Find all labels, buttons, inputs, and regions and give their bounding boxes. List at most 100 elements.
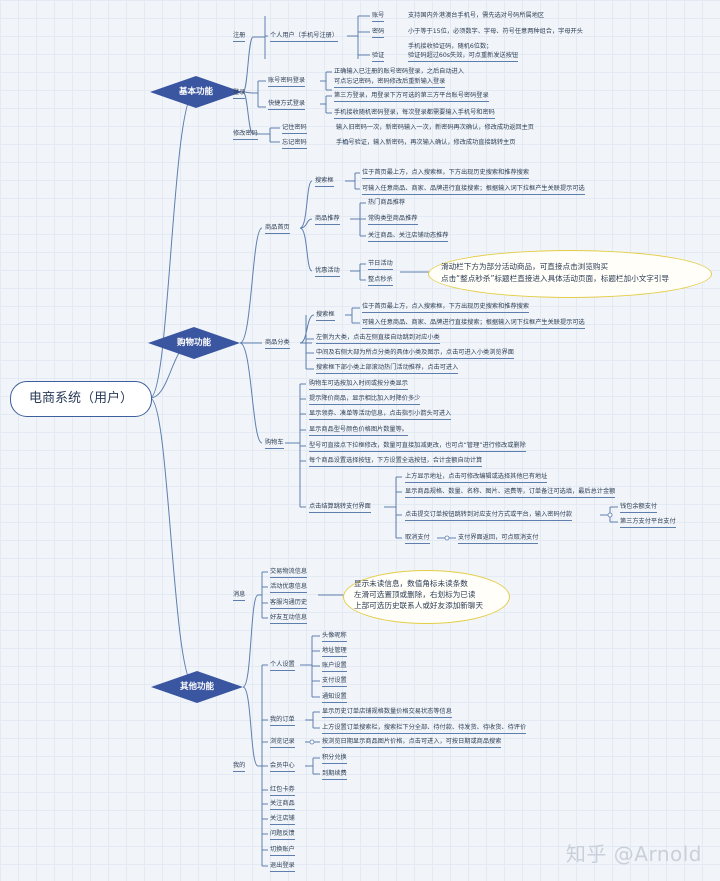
node-category: 商品分类 (265, 338, 290, 349)
callout-promo-line-1: 滑动栏下方为部分活动商品，可直接点击浏览购买 (441, 262, 609, 271)
branch-basic: 基本功能 (150, 76, 242, 108)
node-promo-1: 节日活动 (368, 259, 393, 270)
node-message: 消息 (233, 590, 246, 601)
node-cart-1: 购物车可选按加入时间或按分类显示 (309, 379, 408, 390)
node-recommend-1: 热门商品推荐 (368, 199, 406, 206)
node-checkout: 点击结算跳转支付界面 (309, 502, 371, 513)
branch-shopping: 购物功能 (148, 327, 240, 359)
node-account-settings: 账户设置 (322, 661, 347, 672)
node-home: 商品首页 (265, 223, 290, 234)
node-logout: 退出登录 (270, 861, 295, 872)
diamond-shape (148, 327, 240, 359)
node-pwd-login-desc-2: 可点忘记密码，密码修改后重新输入登录 (334, 77, 446, 88)
node-notify-settings: 通知设置 (322, 692, 347, 703)
node-cancel-pay: 取消支付 (405, 533, 430, 544)
branch-basic-label: 基本功能 (178, 87, 213, 97)
node-verify: 验证 (372, 51, 385, 62)
node-renew: 到期续费 (322, 769, 347, 780)
callout-promo-note (428, 250, 712, 298)
node-cat-search: 搜索框 (316, 310, 335, 321)
node-checkout-1: 上方显示地址，点击可修改编辑或选择其他已有地址 (405, 472, 548, 483)
node-cart-5: 型号可直接点下拉框修改，数量可直接加减更改，也可点“管理”进行修改或删除 (309, 441, 526, 452)
node-msg-2: 活动优惠信息 (270, 582, 308, 593)
node-forget-pwd: 忘记密码 (282, 138, 307, 149)
callout-promo-line-2: 点击“整点秒杀”标题栏直接进入具体活动页面，标题栏加小文字引导 (441, 274, 670, 283)
node-login: 登录 (233, 88, 246, 99)
node-avatar: 头像昵称 (322, 631, 347, 642)
node-search-desc-1: 位于首页最上方，点入搜索框，下方出现历史搜索和推荐搜索 (362, 168, 530, 179)
node-msg-4: 好友互动信息 (270, 613, 308, 624)
node-verify-desc-1: 手机接收验证码，随机6位数； (408, 43, 493, 50)
node-register: 注册 (233, 31, 246, 42)
node-cat-middle: 中间及右侧大部为所点分类的具体小类及图示，点击可进入小类浏览界面 (316, 348, 514, 359)
node-pwd-login-desc-1: 正确输入已注册的账号密码登录，之后自动进入 (334, 68, 464, 75)
node-third-pay: 第三方支付平台支付 (620, 517, 676, 528)
node-cat-search-desc-2: 可输入任意商品、商家、品牌进行直接搜索；根据输入词下拉框产生关联提示可选 (362, 318, 585, 329)
node-cat-search-desc-1: 位于首页最上方，点入搜索框，下方出现历史搜索和推荐搜索 (362, 302, 530, 313)
node-recommend-3: 关注商品、关注店铺动态推荐 (368, 231, 449, 242)
node-cart: 购物车 (265, 438, 284, 449)
node-address: 地址管理 (322, 646, 347, 657)
node-orders: 我的订单 (270, 715, 295, 726)
node-msg-3: 客服沟通历史 (270, 598, 308, 609)
branch-shopping-label: 购物功能 (176, 338, 211, 348)
diamond-shape (150, 76, 242, 108)
node-wallet-pay: 钱包余额支付 (620, 502, 658, 513)
node-checkout-3: 点击提交订单按钮跳转到对应支付方式或平台，输入密码付款 (405, 510, 573, 521)
node-fav-shops: 关注店铺 (270, 814, 295, 825)
node-orders-desc-2: 上方设置订单搜索栏，搜索栏下分全部、待付款、待发货、待收货、待评价 (322, 723, 527, 734)
node-recommend-2: 常购类型商品推荐 (368, 214, 418, 225)
node-cat-bottom: 搜索框下部小类上部滚动热门活动推荐，点击可进入 (316, 363, 459, 374)
node-password: 密码 (372, 27, 385, 38)
node-cat-left: 左侧为大类，点击左侧直接自动跳到对应小类 (316, 333, 440, 344)
node-cart-6: 每个商品设置选择按钮，下方设置全选按钮，合计金额自动计算 (309, 456, 483, 467)
node-checkout-2: 显示商品规格、数量、名称、图片、运费等，订单备注可选填，最后总计金额 (405, 487, 616, 498)
node-change-pwd: 修改密码 (233, 129, 258, 140)
node-settings: 个人设置 (270, 660, 295, 671)
node-history-desc: 按浏览日期显示商品图片价格，点击可进入，可按日期或商品搜索 (322, 737, 502, 748)
node-quick-login: 快捷方式登录 (268, 99, 306, 110)
node-account: 账号 (372, 11, 385, 22)
callout-message-line-3: 上部可选历史联系人或好友添加新聊天 (354, 601, 484, 610)
node-quick-login-desc-1: 第三方登录，用登录下方可选的第三方平台账号密码登录 (334, 91, 489, 102)
node-member: 会员中心 (270, 761, 295, 772)
node-remember-pwd-desc: 输入旧密码一次，新密码输入一次，新密码再次确认，修改成功返回主页 (336, 124, 534, 131)
node-cart-3: 显示领券、凑单等活动信息，点击指引小箭头可进入 (309, 409, 452, 420)
node-cancel-pay-desc: 支付界面返回，可点取消支付 (458, 533, 539, 544)
callout-message-line-1: 显示未读信息，数值角标未读条数 (354, 579, 468, 588)
node-cart-2: 提示降价商品，显示相比加入时降价多少 (309, 394, 421, 405)
node-promo-2: 整点秒杀 (368, 275, 393, 286)
node-switch-account: 切换账户 (270, 845, 295, 856)
node-feedback: 问题反馈 (270, 829, 295, 840)
node-coupons: 红包卡券 (270, 785, 295, 796)
node-quick-login-desc-2: 手机接收随机密码登录，每次登录都需要输入手机号和密码 (334, 108, 495, 119)
node-forget-pwd-desc: 手机号验证，输入新密码，再次输入确认，修改成功直接跳转主页 (336, 139, 516, 146)
node-pay-settings: 支付设置 (322, 676, 347, 687)
node-verify-desc-2: 验证码超过60s失效，可点重新发送按钮 (408, 51, 519, 62)
node-promo: 优惠活动 (315, 266, 340, 277)
node-password-desc: 小于等于15位，必须数字、字母、符号任意两种组合，字母开头 (408, 28, 583, 35)
node-cart-4: 显示商品型号颜色价格图片数量等。 (309, 425, 408, 436)
callout-message-note (343, 570, 510, 624)
node-pwd-login: 账号密码登录 (268, 76, 306, 87)
callout-message-line-2: 左滑可选置顶或删除，右划标为已读 (354, 590, 476, 599)
node-points: 积分兑换 (322, 753, 347, 764)
node-search-desc-2: 可输入任意商品、商家、品牌进行直接搜索；根据输入词下拉框产生关联提示可选 (362, 184, 585, 195)
branch-other-label: 其他功能 (179, 682, 214, 692)
node-orders-desc-1: 显示历史订单店铺规格数量价格交易状态等信息 (322, 707, 452, 718)
node-msg-1: 交易物流信息 (270, 567, 308, 578)
node-account-desc: 支持国内外港澳台手机号，需先选对号码所属地区 (408, 12, 545, 19)
node-history: 浏览记录 (270, 737, 295, 748)
watermark: 知乎 @Arnold (565, 842, 702, 866)
branch-other: 其他功能 (151, 671, 243, 703)
node-remember-pwd: 记住密码 (282, 123, 307, 134)
node-personal-user: 个人用户（手机号注册） (270, 31, 339, 42)
node-fav-goods: 关注商品 (270, 799, 295, 810)
node-recommend: 商品推荐 (315, 214, 340, 225)
node-search: 搜索框 (315, 176, 334, 187)
node-mine: 我的 (233, 761, 246, 772)
root-node: 电商系统（用户） (10, 381, 152, 417)
diamond-shape (151, 671, 243, 703)
